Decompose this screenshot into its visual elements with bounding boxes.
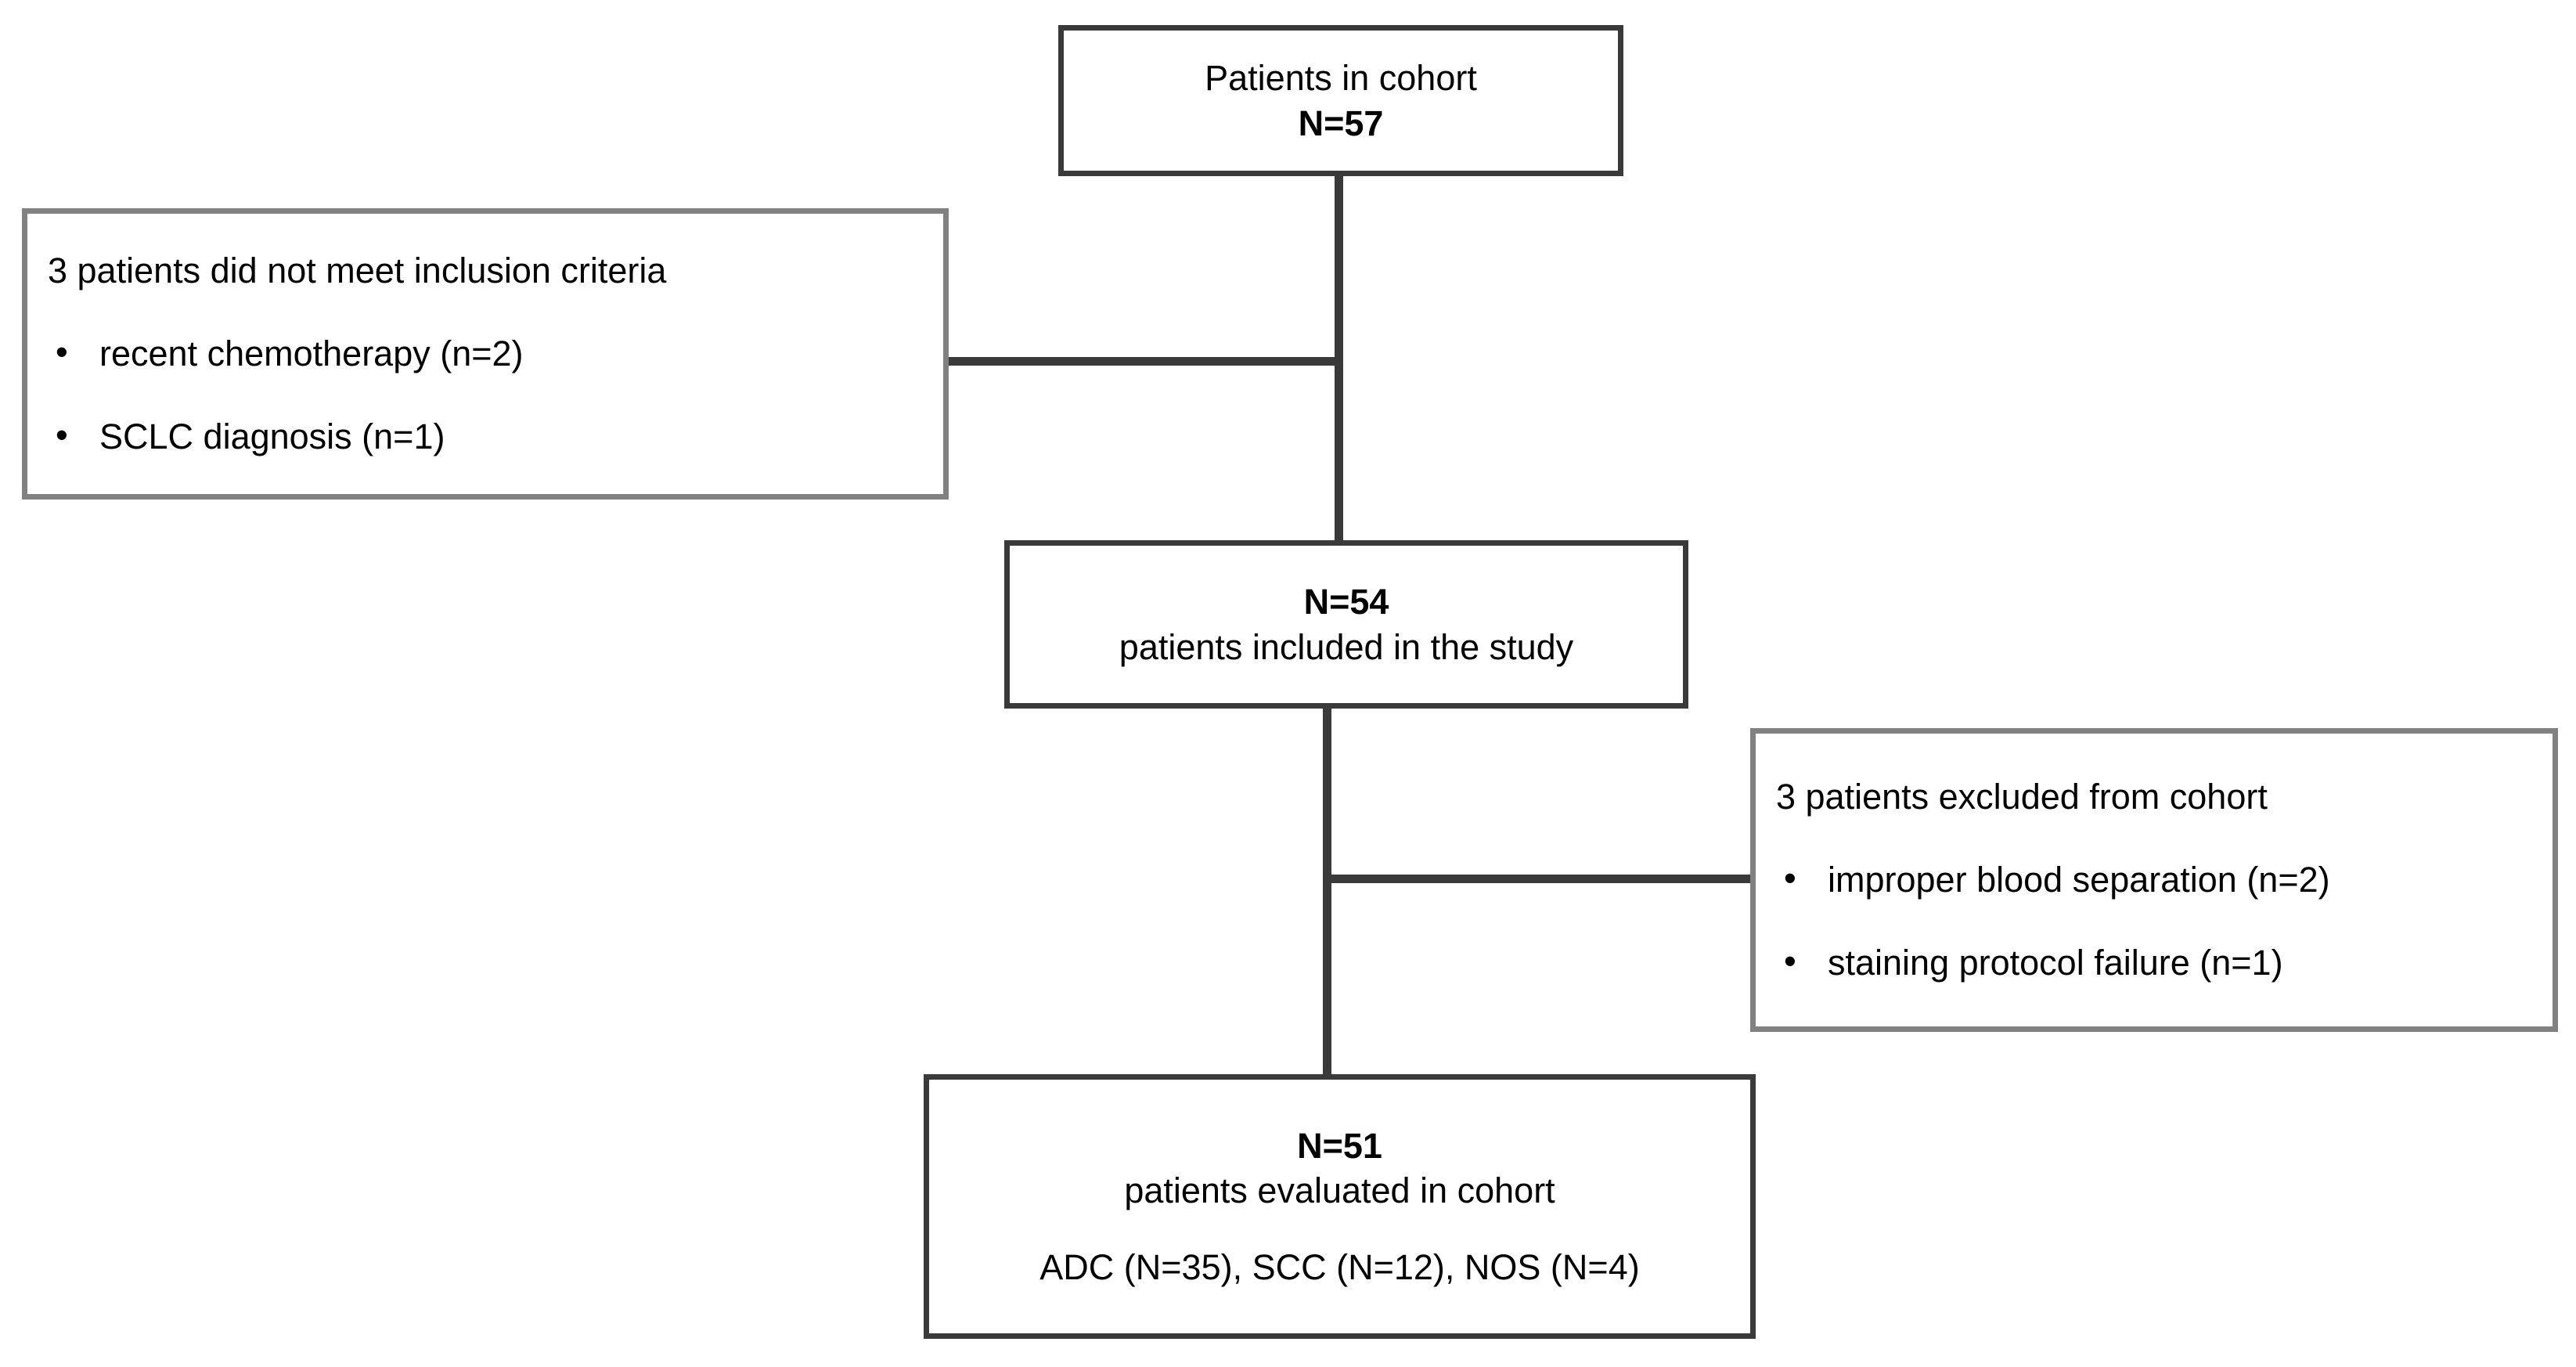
excluded-inclusion-reason-list: recent chemotherapy (n=2) SCLC diagnosis…: [27, 331, 943, 458]
included-label: patients included in the study: [1119, 626, 1574, 667]
list-item: SCLC diagnosis (n=1): [48, 414, 943, 458]
node-excluded-from-cohort: 3 patients excluded from cohort improper…: [1750, 728, 2558, 1032]
list-item: improper blood separation (n=2): [1776, 857, 2553, 901]
excluded-cohort-heading: 3 patients excluded from cohort: [1776, 777, 2268, 817]
connector-exclusion-cohort-horizontal: [1323, 875, 1792, 883]
list-item: recent chemotherapy (n=2): [48, 331, 943, 375]
evaluated-histology-breakdown: ADC (N=35), SCC (N=12), NOS (N=4): [1039, 1246, 1640, 1287]
evaluated-count: N=51: [1297, 1125, 1382, 1166]
node-patients-in-cohort: Patients in cohort N=57: [1058, 25, 1623, 176]
cohort-label: Patients in cohort: [1205, 57, 1477, 98]
cohort-count: N=57: [1298, 103, 1384, 143]
node-patients-evaluated: N=51 patients evaluated in cohort ADC (N…: [924, 1074, 1756, 1339]
connector-included-to-evaluated: [1323, 706, 1331, 1077]
node-patients-included: N=54 patients included in the study: [1004, 540, 1688, 709]
list-item: staining protocol failure (n=1): [1776, 940, 2553, 984]
excluded-inclusion-heading: 3 patients did not meet inclusion criter…: [48, 251, 667, 290]
connector-exclusion-inclusion-horizontal: [943, 357, 1343, 366]
excluded-cohort-reason-list: improper blood separation (n=2) staining…: [1756, 857, 2553, 984]
included-count: N=54: [1303, 581, 1389, 622]
node-excluded-inclusion-criteria: 3 patients did not meet inclusion criter…: [22, 208, 949, 500]
evaluated-label: patients evaluated in cohort: [1124, 1170, 1555, 1211]
